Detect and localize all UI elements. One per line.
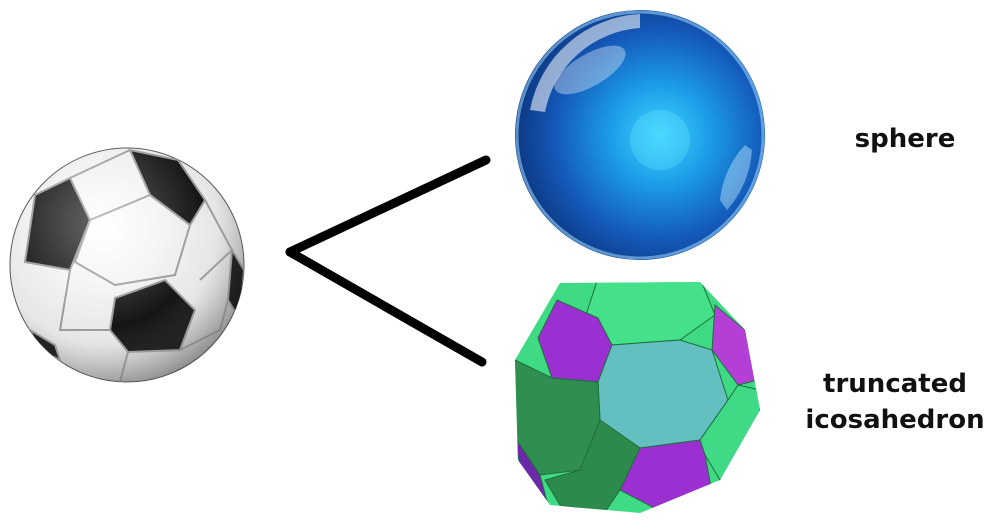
- truncated-icosahedron-icon: [510, 278, 760, 513]
- sphere-label: sphere: [855, 124, 956, 154]
- blue-sphere-icon: [515, 10, 765, 260]
- polyhedron-label-line2: icosahedron: [805, 405, 984, 435]
- soccer-ball-icon: [10, 148, 244, 382]
- polyhedron-label-line1: truncated: [823, 369, 967, 399]
- branch-line-upper: [290, 160, 486, 252]
- branch-lines: [290, 160, 486, 362]
- branch-line-lower: [290, 252, 482, 362]
